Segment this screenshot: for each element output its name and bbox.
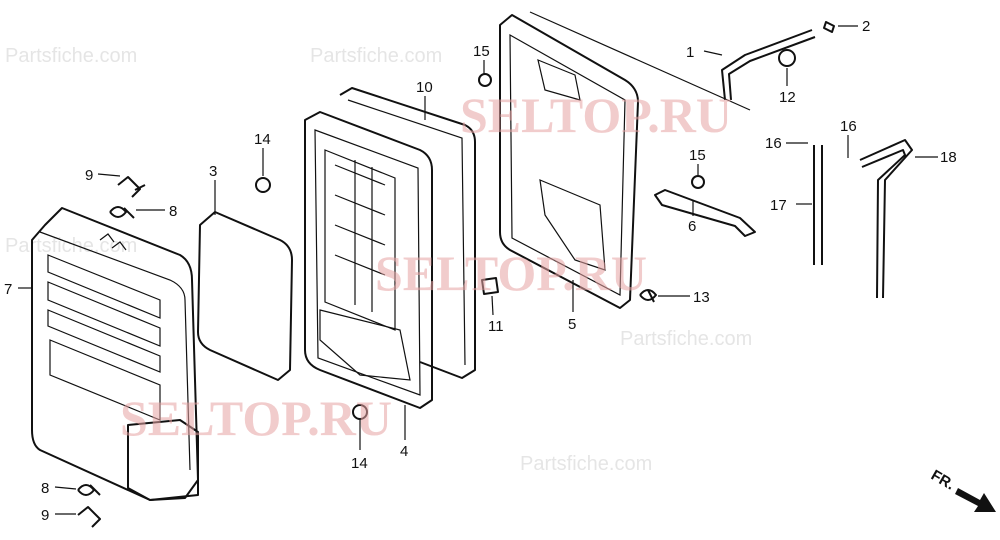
callout-8: 8 <box>169 203 177 220</box>
part-17-tube <box>813 145 823 265</box>
callout-15: 15 <box>689 147 706 164</box>
svg-text:SELTOP.RU: SELTOP.RU <box>460 87 732 143</box>
svg-text:Partsfiche.com: Partsfiche.com <box>620 328 752 350</box>
part-5-base <box>499 11 751 309</box>
part-11-collar <box>481 277 499 295</box>
callout-18: 18 <box>940 149 957 166</box>
part-13-clip <box>639 289 657 303</box>
svg-text:Partsfiche.com: Partsfiche.com <box>310 45 442 67</box>
callout-9: 9 <box>85 167 93 184</box>
part-10-gasket <box>339 87 476 379</box>
part-9-clip <box>117 176 146 198</box>
callout-10: 10 <box>416 79 433 96</box>
svg-text:Partsfiche.com: Partsfiche.com <box>5 45 137 67</box>
callout-5: 5 <box>568 316 576 333</box>
leader-lines <box>18 25 938 515</box>
callout-8: 8 <box>41 480 49 497</box>
callout-17: 17 <box>770 197 787 214</box>
svg-text:Partsfiche.com: Partsfiche.com <box>5 235 137 257</box>
callout-1: 1 <box>686 44 694 61</box>
callout-16: 16 <box>840 118 857 135</box>
callout-9: 9 <box>41 507 49 524</box>
callout-2: 2 <box>862 18 870 35</box>
faint-watermarks: Partsfiche.com Partsfiche.com Partsfiche… <box>5 45 752 475</box>
part-7-cover <box>31 207 199 501</box>
part-15-nut <box>478 73 492 87</box>
svg-text:Partsfiche.com: Partsfiche.com <box>520 453 652 475</box>
svg-text:SELTOP.RU: SELTOP.RU <box>120 390 392 446</box>
front-direction-arrow: FR. <box>928 467 996 512</box>
callout-labels: 1 2 15 10 12 16 16 18 14 3 9 8 15 17 6 7… <box>4 18 957 524</box>
callout-3: 3 <box>209 163 217 180</box>
part-12-grommet <box>778 49 796 67</box>
callout-16: 16 <box>765 135 782 152</box>
callout-15: 15 <box>473 43 490 60</box>
callout-12: 12 <box>779 89 796 106</box>
svg-text:SELTOP.RU: SELTOP.RU <box>375 245 647 301</box>
part-18-hose <box>859 139 913 299</box>
arrow-icon <box>955 488 996 512</box>
part-8-clip <box>77 484 101 496</box>
part-3-filter-element <box>197 211 293 381</box>
part-6-bracket <box>654 189 756 237</box>
part-4-case <box>304 111 433 409</box>
callout-11: 11 <box>488 318 504 335</box>
callout-13: 13 <box>693 289 710 306</box>
callout-7: 7 <box>4 281 12 298</box>
part-2-clip <box>823 21 835 33</box>
callout-14: 14 <box>254 131 271 148</box>
svg-text:FR.: FR. <box>928 467 957 494</box>
callout-14: 14 <box>351 455 368 472</box>
part-15-nut <box>691 175 705 189</box>
callout-4: 4 <box>400 443 408 460</box>
part-14-nut <box>352 404 368 420</box>
part-1-hose <box>721 29 816 101</box>
callout-6: 6 <box>688 218 696 235</box>
part-14-nut <box>255 177 271 193</box>
part-8-clip <box>109 206 135 219</box>
part-9-clip <box>77 506 101 528</box>
